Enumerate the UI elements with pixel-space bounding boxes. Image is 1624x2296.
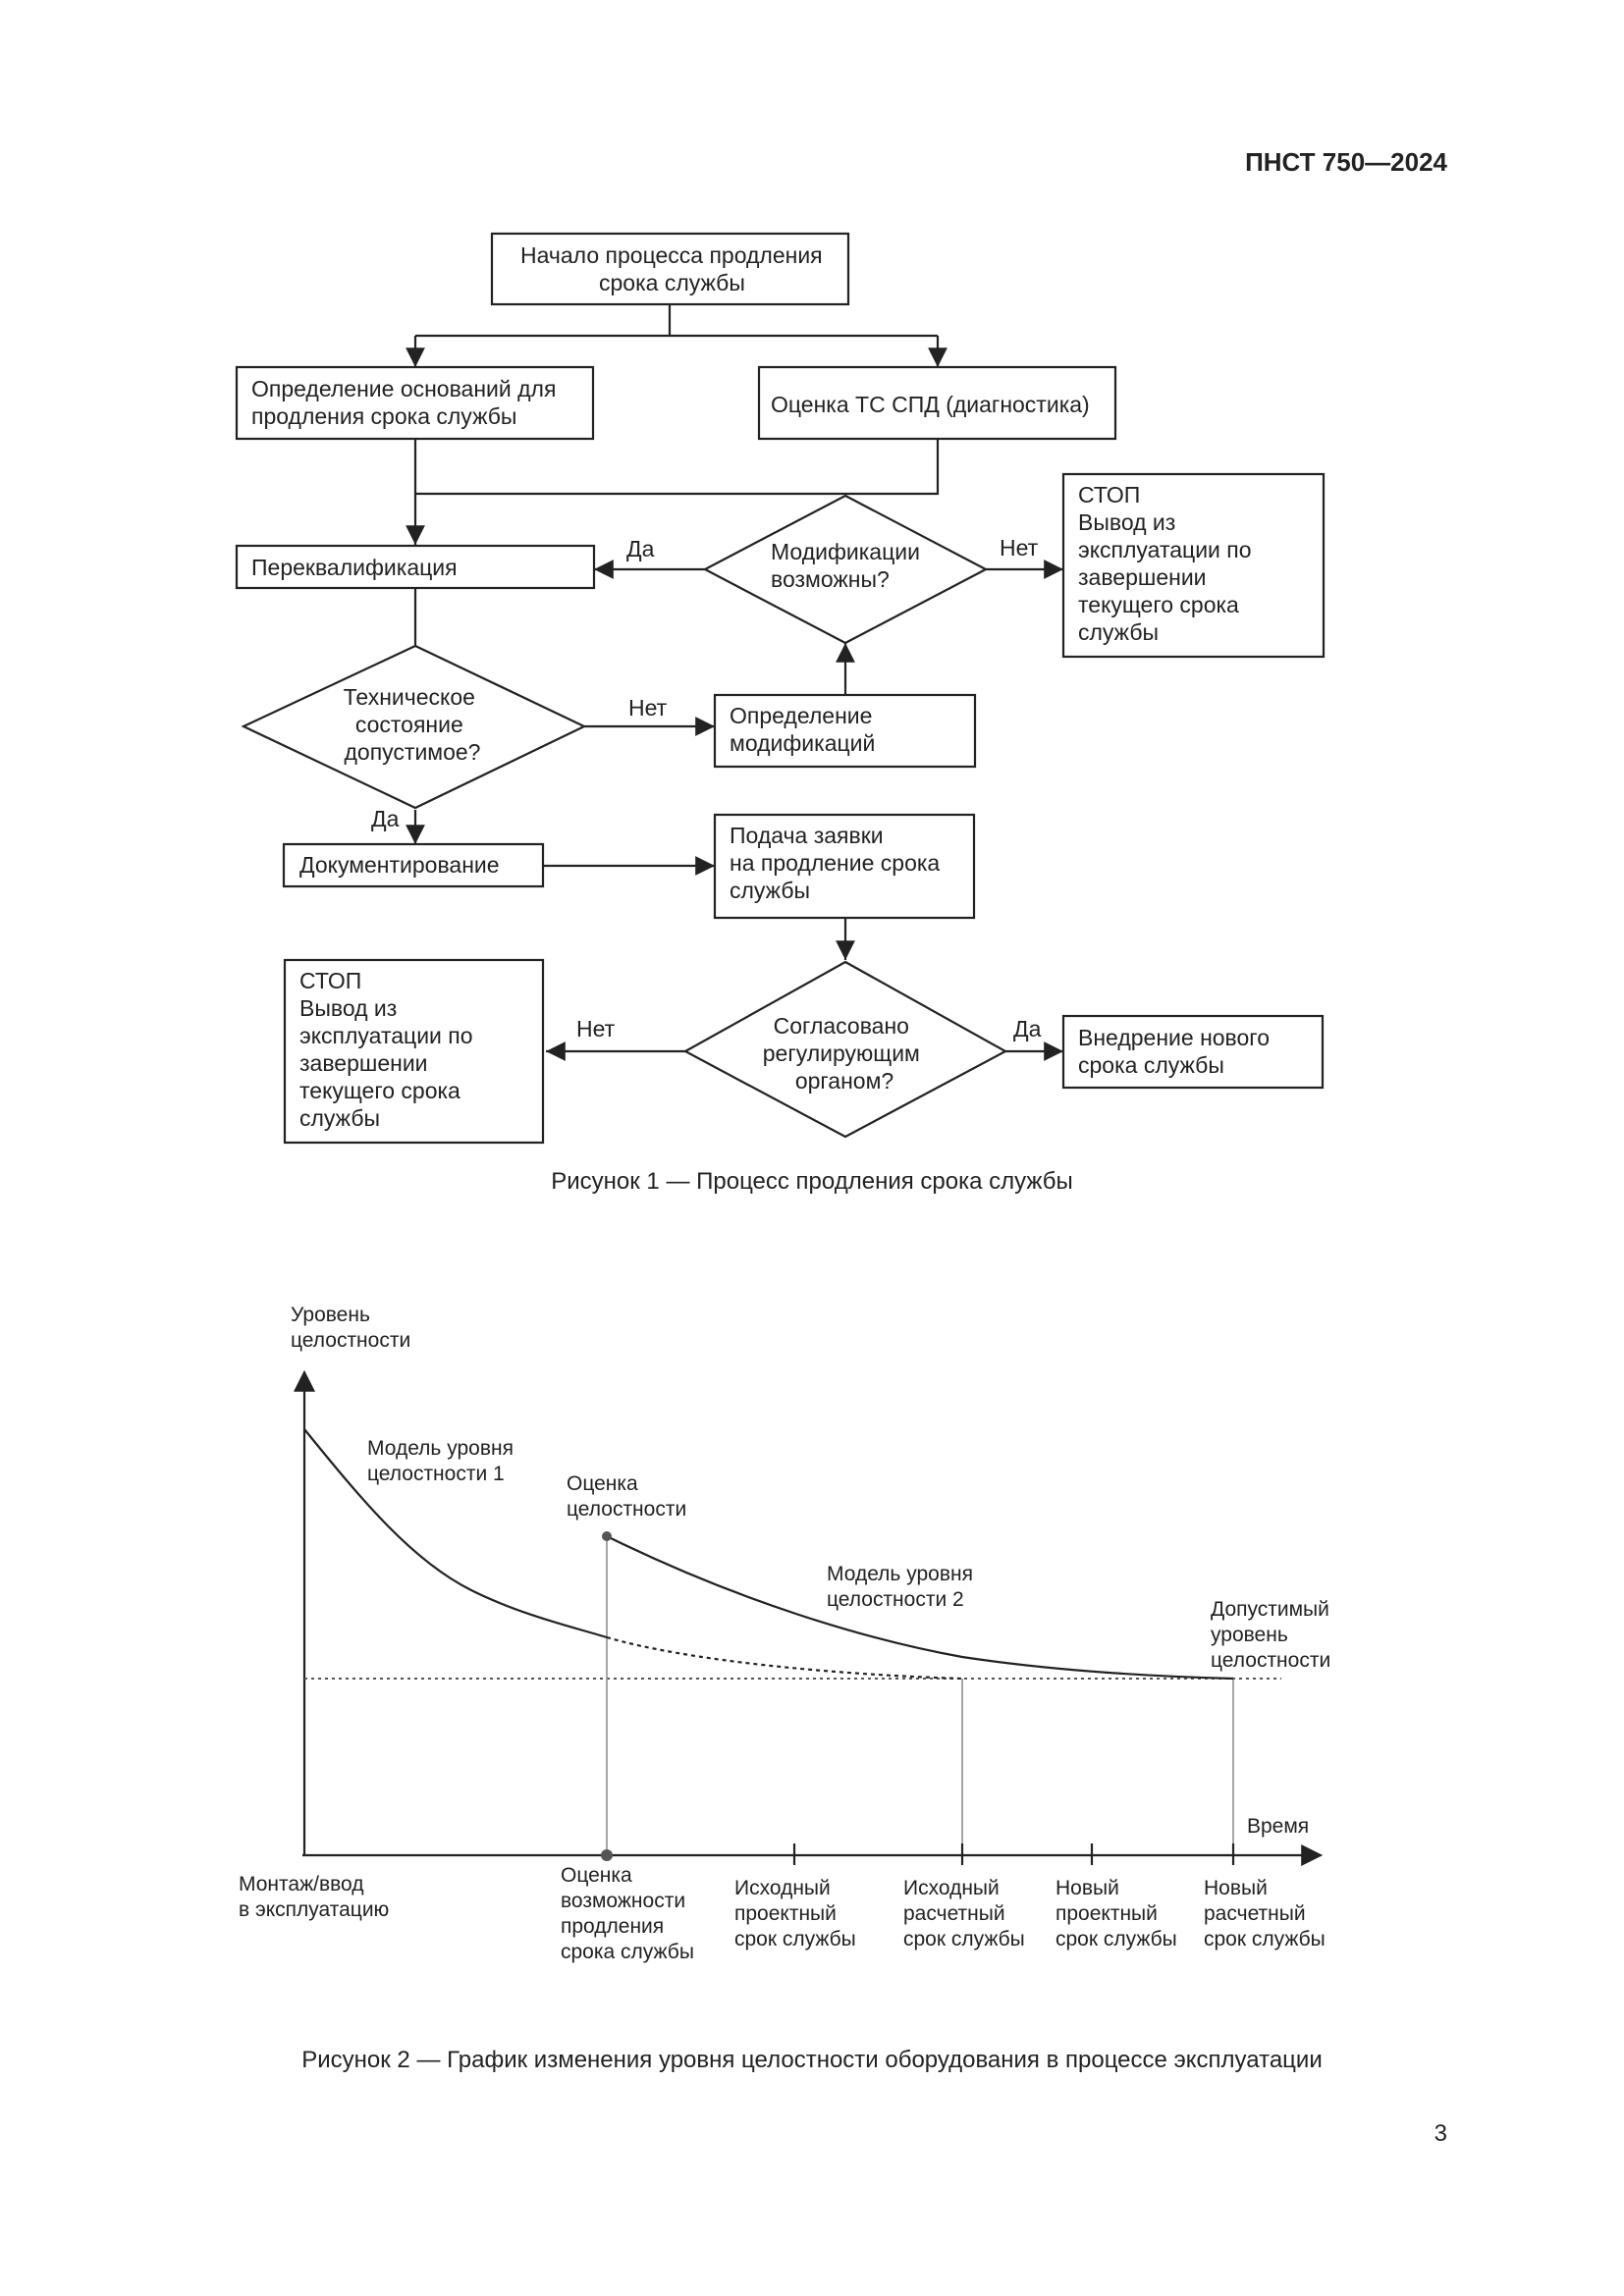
figure-1-caption: Рисунок 1 — Процесс продления срока служ…: [551, 1168, 1073, 1195]
documentation-box: [282, 842, 545, 888]
grounds-box: [235, 365, 595, 441]
new-life-text: Внедрение нового срока службы: [1078, 1025, 1275, 1078]
requalification-text: Переквалификация: [251, 555, 458, 580]
modifications-definition-text: Определение модификаций: [730, 703, 879, 756]
modifications-definition-box: [713, 693, 977, 769]
tech-state-decision: [241, 644, 587, 810]
x-tick-label-installation: Монтаж/ввод в эксплуатацию: [239, 1873, 389, 1921]
grounds-text: Определение оснований для продления срок…: [251, 376, 563, 429]
new-life-box: [1061, 1014, 1325, 1090]
integrity-chart: Уровень целостности Время Модель уровня …: [239, 1304, 1335, 1963]
model-1-label: Модель уровня целостности 1: [367, 1437, 519, 1485]
assessment-text: Оценка ТС СПД (диагностика): [771, 392, 1090, 417]
start-box: [490, 232, 850, 306]
x-tick-label-original-calc: Исходный расчетный срок службы: [903, 1877, 1025, 1950]
y-axis-label: Уровень целостности: [291, 1304, 410, 1352]
yes-label-3: Да: [1013, 1016, 1042, 1041]
x-tick-label-new-design: Новый проектный срок службы: [1056, 1877, 1177, 1950]
model-1-extrapolation: [606, 1635, 963, 1681]
stop-text-1: СТОП Вывод из эксплуатации по завершении…: [1078, 482, 1258, 645]
x-tick-label-new-calc: Новый расчетный срок службы: [1204, 1877, 1326, 1950]
stop-box-2: [283, 958, 545, 1145]
assessment-time-point: [601, 1849, 613, 1861]
modifications-decision: [702, 494, 989, 645]
application-box: [713, 813, 976, 920]
page-number: 3: [1434, 2120, 1447, 2147]
requalification-box: [235, 544, 596, 590]
model-2-curve: [606, 1535, 1234, 1681]
stop-box-1: [1061, 472, 1326, 659]
document-id: ПНСТ 750—2024: [1245, 147, 1447, 177]
yes-label-2: Да: [371, 806, 400, 831]
tech-state-text: Техническое состояние допустимое?: [344, 684, 482, 765]
model-2-label: Модель уровня целостности 2: [827, 1563, 979, 1611]
assessment-box: [757, 365, 1117, 441]
start-text: Начало процесса продления срока службы: [520, 242, 829, 295]
modifications-text: Модификации возможны?: [771, 539, 926, 592]
agreed-text: Согласовано регулирующим органом?: [763, 1013, 927, 1094]
no-label-2: Нет: [628, 695, 668, 721]
acceptable-level-label: Допустимый уровень целостности: [1211, 1598, 1335, 1672]
agreed-decision: [682, 960, 1008, 1139]
flowchart: Начало процесса продления срока службы О…: [235, 232, 1326, 1145]
assessment-label: Оценка целостности: [567, 1472, 686, 1521]
assessment-point: [602, 1531, 612, 1541]
x-axis-label: Время: [1247, 1815, 1309, 1838]
x-tick-label-assessment: Оценка возможности продления срока служб…: [561, 1864, 694, 1963]
figure-2-caption: Рисунок 2 — График изменения уровня цело…: [301, 2047, 1323, 2073]
yes-label-1: Да: [626, 536, 655, 561]
documentation-text: Документирование: [299, 852, 500, 878]
stop-text-2: СТОП Вывод из эксплуатации по завершении…: [299, 968, 479, 1131]
no-label-1: Нет: [1000, 535, 1039, 561]
no-label-3: Нет: [576, 1016, 616, 1041]
x-tick-label-original-design: Исходный проектный срок службы: [734, 1877, 856, 1950]
model-1-curve: [303, 1428, 608, 1639]
application-text: Подача заявки на продление срока службы: [730, 823, 947, 903]
